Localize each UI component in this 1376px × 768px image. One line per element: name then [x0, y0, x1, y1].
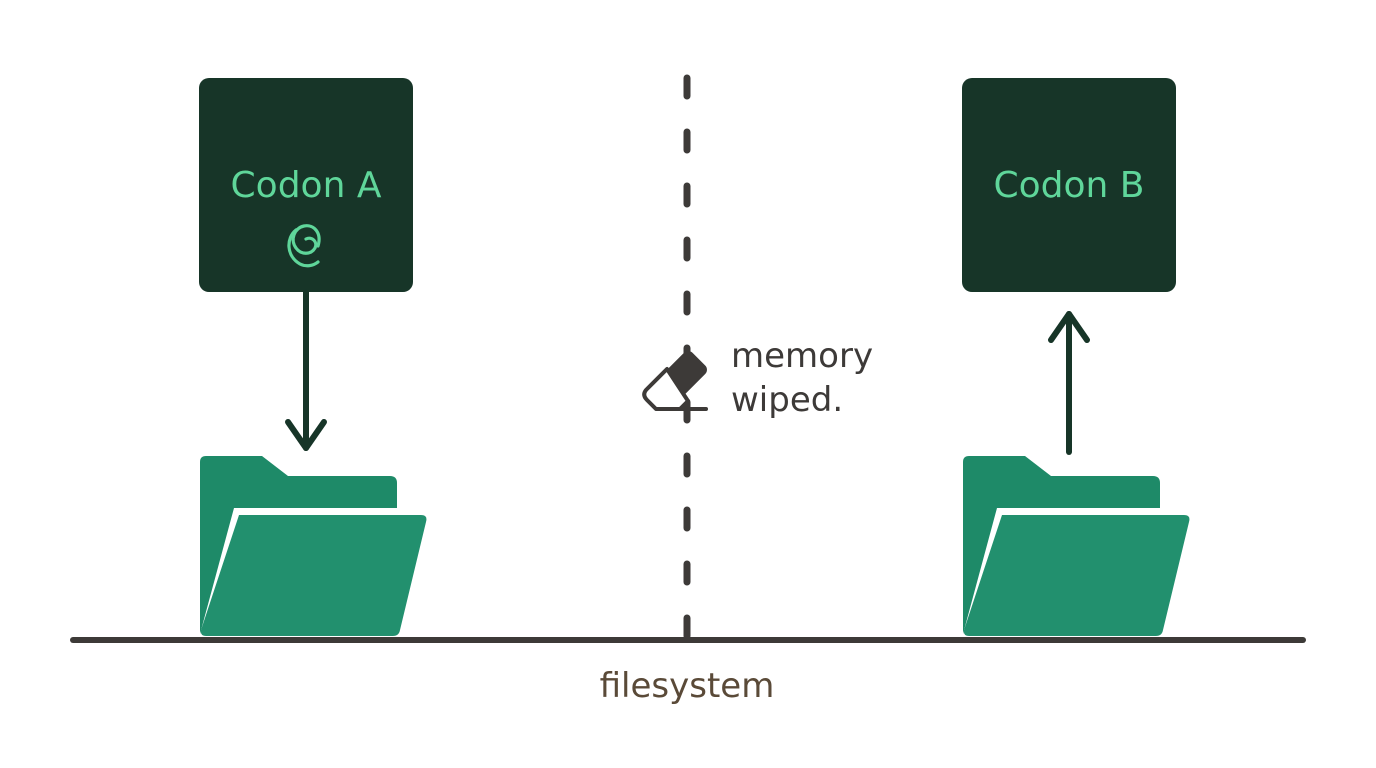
codon-a-label: Codon A [230, 165, 382, 206]
memory-wiped-line-2: wiped. [731, 380, 844, 420]
filesystem-label: filesystem [599, 666, 775, 706]
codon-a-box [199, 78, 413, 292]
open-folder-icon [963, 456, 1194, 636]
eraser-icon [642, 351, 708, 411]
restore-up-arrow [1048, 311, 1090, 455]
open-folder-icon [200, 456, 431, 636]
debian-swirl-icon [287, 224, 321, 268]
save-down-arrow [285, 289, 327, 451]
codon-b-label: Codon B [993, 165, 1145, 206]
codon-b-box [962, 78, 1176, 292]
memory-wiped-line-1: memory [731, 336, 874, 376]
